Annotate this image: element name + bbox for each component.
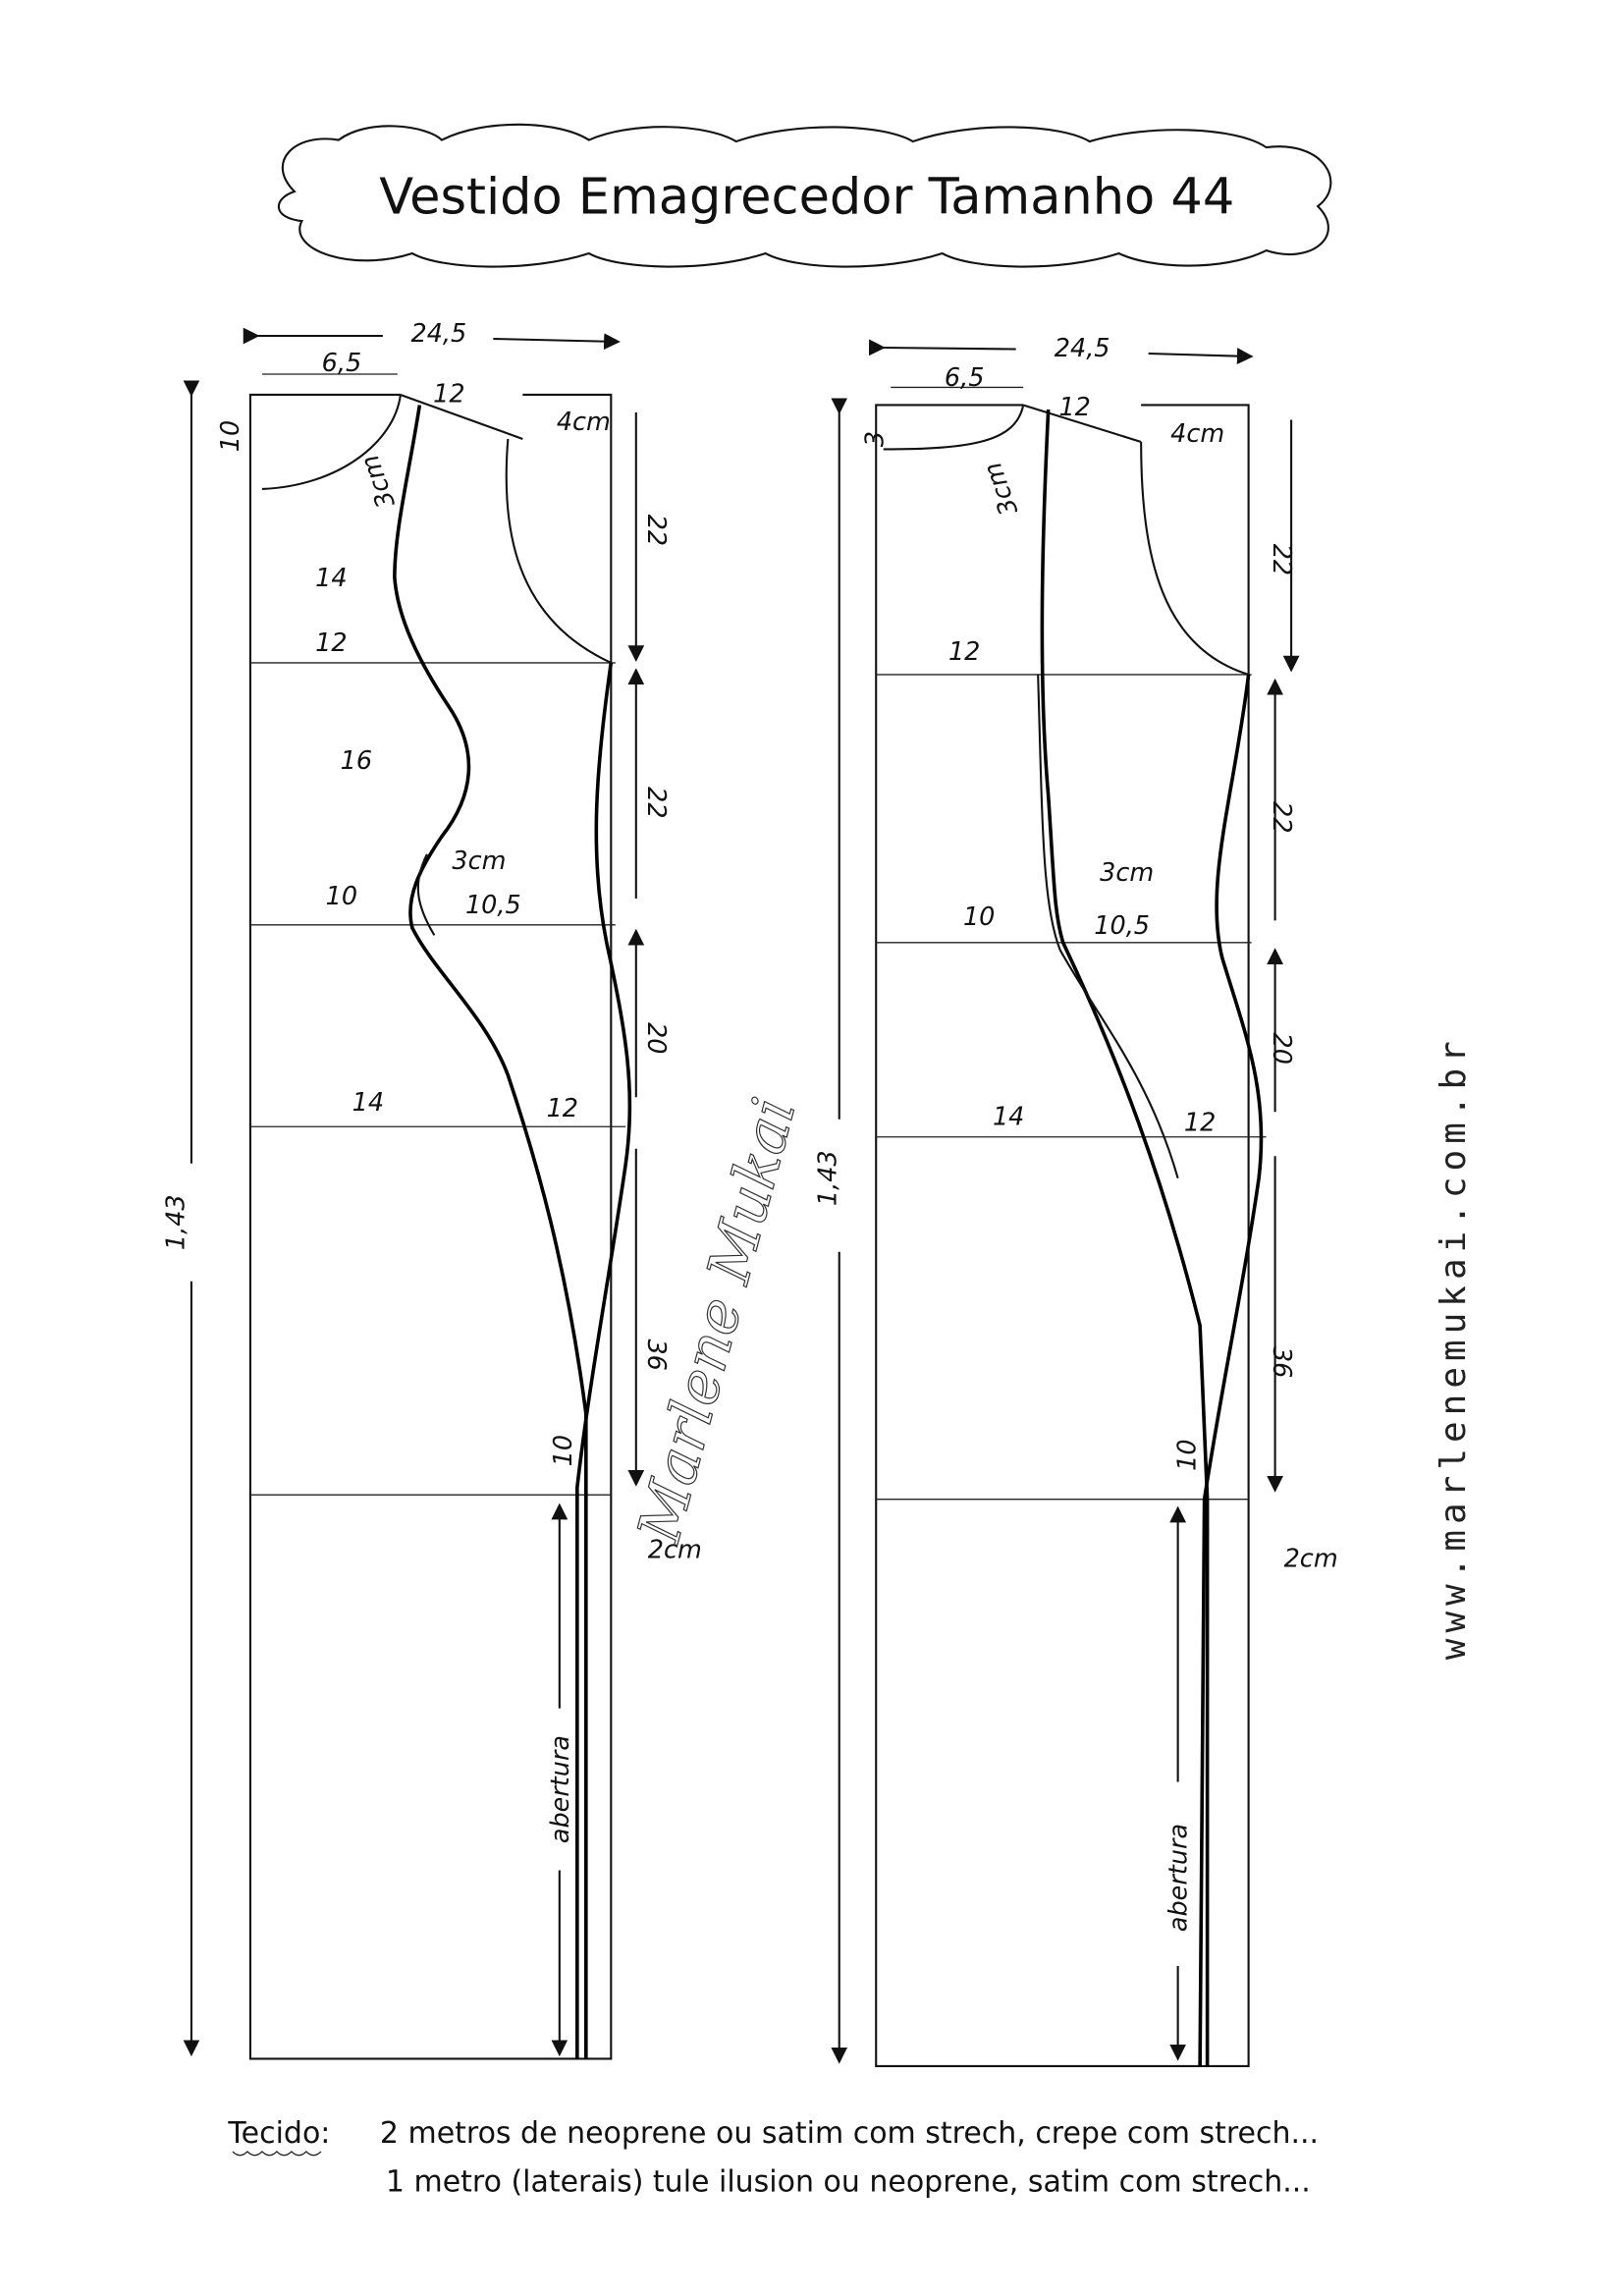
page-title: Vestido Emagrecedor Tamanho 44 <box>379 169 1234 227</box>
left-upper-bust-label: 14 <box>315 564 347 593</box>
right-waist-left-label: 10 <box>963 902 995 932</box>
left-bust-label: 12 <box>315 629 347 658</box>
right-shoulder-drop-label: 4cm <box>1170 419 1224 449</box>
left-princess-seam <box>393 405 588 2059</box>
right-side-seam <box>1198 674 1264 2066</box>
left-hip-left-label: 14 <box>352 1088 384 1118</box>
right-seg1-label: 22 <box>1267 544 1296 575</box>
left-width-label: 24,5 <box>410 319 466 349</box>
left-waist-left-label: 10 <box>326 882 357 911</box>
right-hem-offset-label: 2cm <box>1284 1545 1338 1574</box>
left-shoulder-drop-label: 4cm <box>557 408 611 437</box>
right-length-label: 1,43 <box>814 1150 843 1206</box>
left-neck-width-label: 6,5 <box>322 349 362 378</box>
right-hip-left-label: 14 <box>993 1103 1024 1132</box>
fabric-note: Tecido: 2 metros de neoprene ou satim co… <box>227 2116 1319 2199</box>
left-hem-offset-label: 2cm <box>648 1536 702 1565</box>
left-length-label: 1,43 <box>161 1194 190 1250</box>
right-small-10-label: 10 <box>1173 1439 1203 1470</box>
title-cloud: Vestido Emagrecedor Tamanho 44 <box>277 123 1332 268</box>
left-seg4-label: 36 <box>641 1339 671 1370</box>
right-bust-label: 12 <box>948 637 980 667</box>
right-shoulder <box>1022 404 1142 443</box>
left-neckline <box>261 394 402 491</box>
left-under-bust-label: 16 <box>341 746 372 776</box>
signature: Marlene Mukai <box>624 1091 809 1551</box>
left-pattern: 1,43 24,5 6,5 12 10 4cm 3cm 14 12 16 3cm… <box>161 319 702 2060</box>
right-princess-seam <box>1040 409 1210 2066</box>
right-shoulder-label: 12 <box>1058 393 1090 422</box>
left-waist-right-label: 10,5 <box>465 891 521 920</box>
right-neck-depth-label: 3 <box>861 431 891 447</box>
fabric-note-label: Tecido: <box>227 2116 330 2151</box>
right-opening-label: abertura <box>1164 1824 1194 1932</box>
left-seg3-label: 20 <box>641 1022 671 1054</box>
left-shoulder <box>400 393 523 440</box>
left-hip-right-label: 12 <box>547 1094 578 1123</box>
right-hip-right-label: 12 <box>1184 1109 1216 1138</box>
right-neck-band-label: 3cm <box>978 459 1024 519</box>
left-small-10-label: 10 <box>549 1435 578 1466</box>
left-seg1-label: 22 <box>641 515 671 546</box>
fabric-note-line1: 2 metros de neoprene ou satim com strech… <box>380 2116 1319 2151</box>
right-neck-width-label: 6,5 <box>945 363 985 393</box>
left-side-seam <box>575 662 632 2059</box>
right-armhole <box>1140 441 1249 676</box>
right-seg2-label: 22 <box>1267 801 1296 833</box>
watermark-url: www.marlenemukai.com.br <box>1434 1035 1474 1660</box>
right-waist-right-label: 10,5 <box>1094 911 1150 941</box>
right-dart-label: 3cm <box>1100 858 1154 888</box>
left-seg2-label: 22 <box>641 787 671 818</box>
left-armhole <box>505 438 612 664</box>
left-dart-label: 3cm <box>452 847 506 876</box>
right-width-label: 24,5 <box>1055 334 1110 363</box>
left-neck-band-label: 3cm <box>355 451 402 512</box>
right-neckline <box>883 405 1025 451</box>
right-outline <box>875 404 1250 2068</box>
left-neck-depth-label: 10 <box>216 420 245 452</box>
fabric-note-line2: 1 metro (laterais) tule ilusion ou neopr… <box>386 2164 1311 2199</box>
right-pattern: 1,43 24,5 6,5 12 3 4cm 3cm 12 3cm 10 10,… <box>814 334 1338 2068</box>
left-shoulder-label: 12 <box>433 379 464 409</box>
right-seg3-label: 20 <box>1267 1033 1296 1065</box>
left-opening-label: abertura <box>546 1735 575 1843</box>
left-outline <box>248 393 613 2060</box>
right-seg4-label: 36 <box>1267 1346 1296 1378</box>
